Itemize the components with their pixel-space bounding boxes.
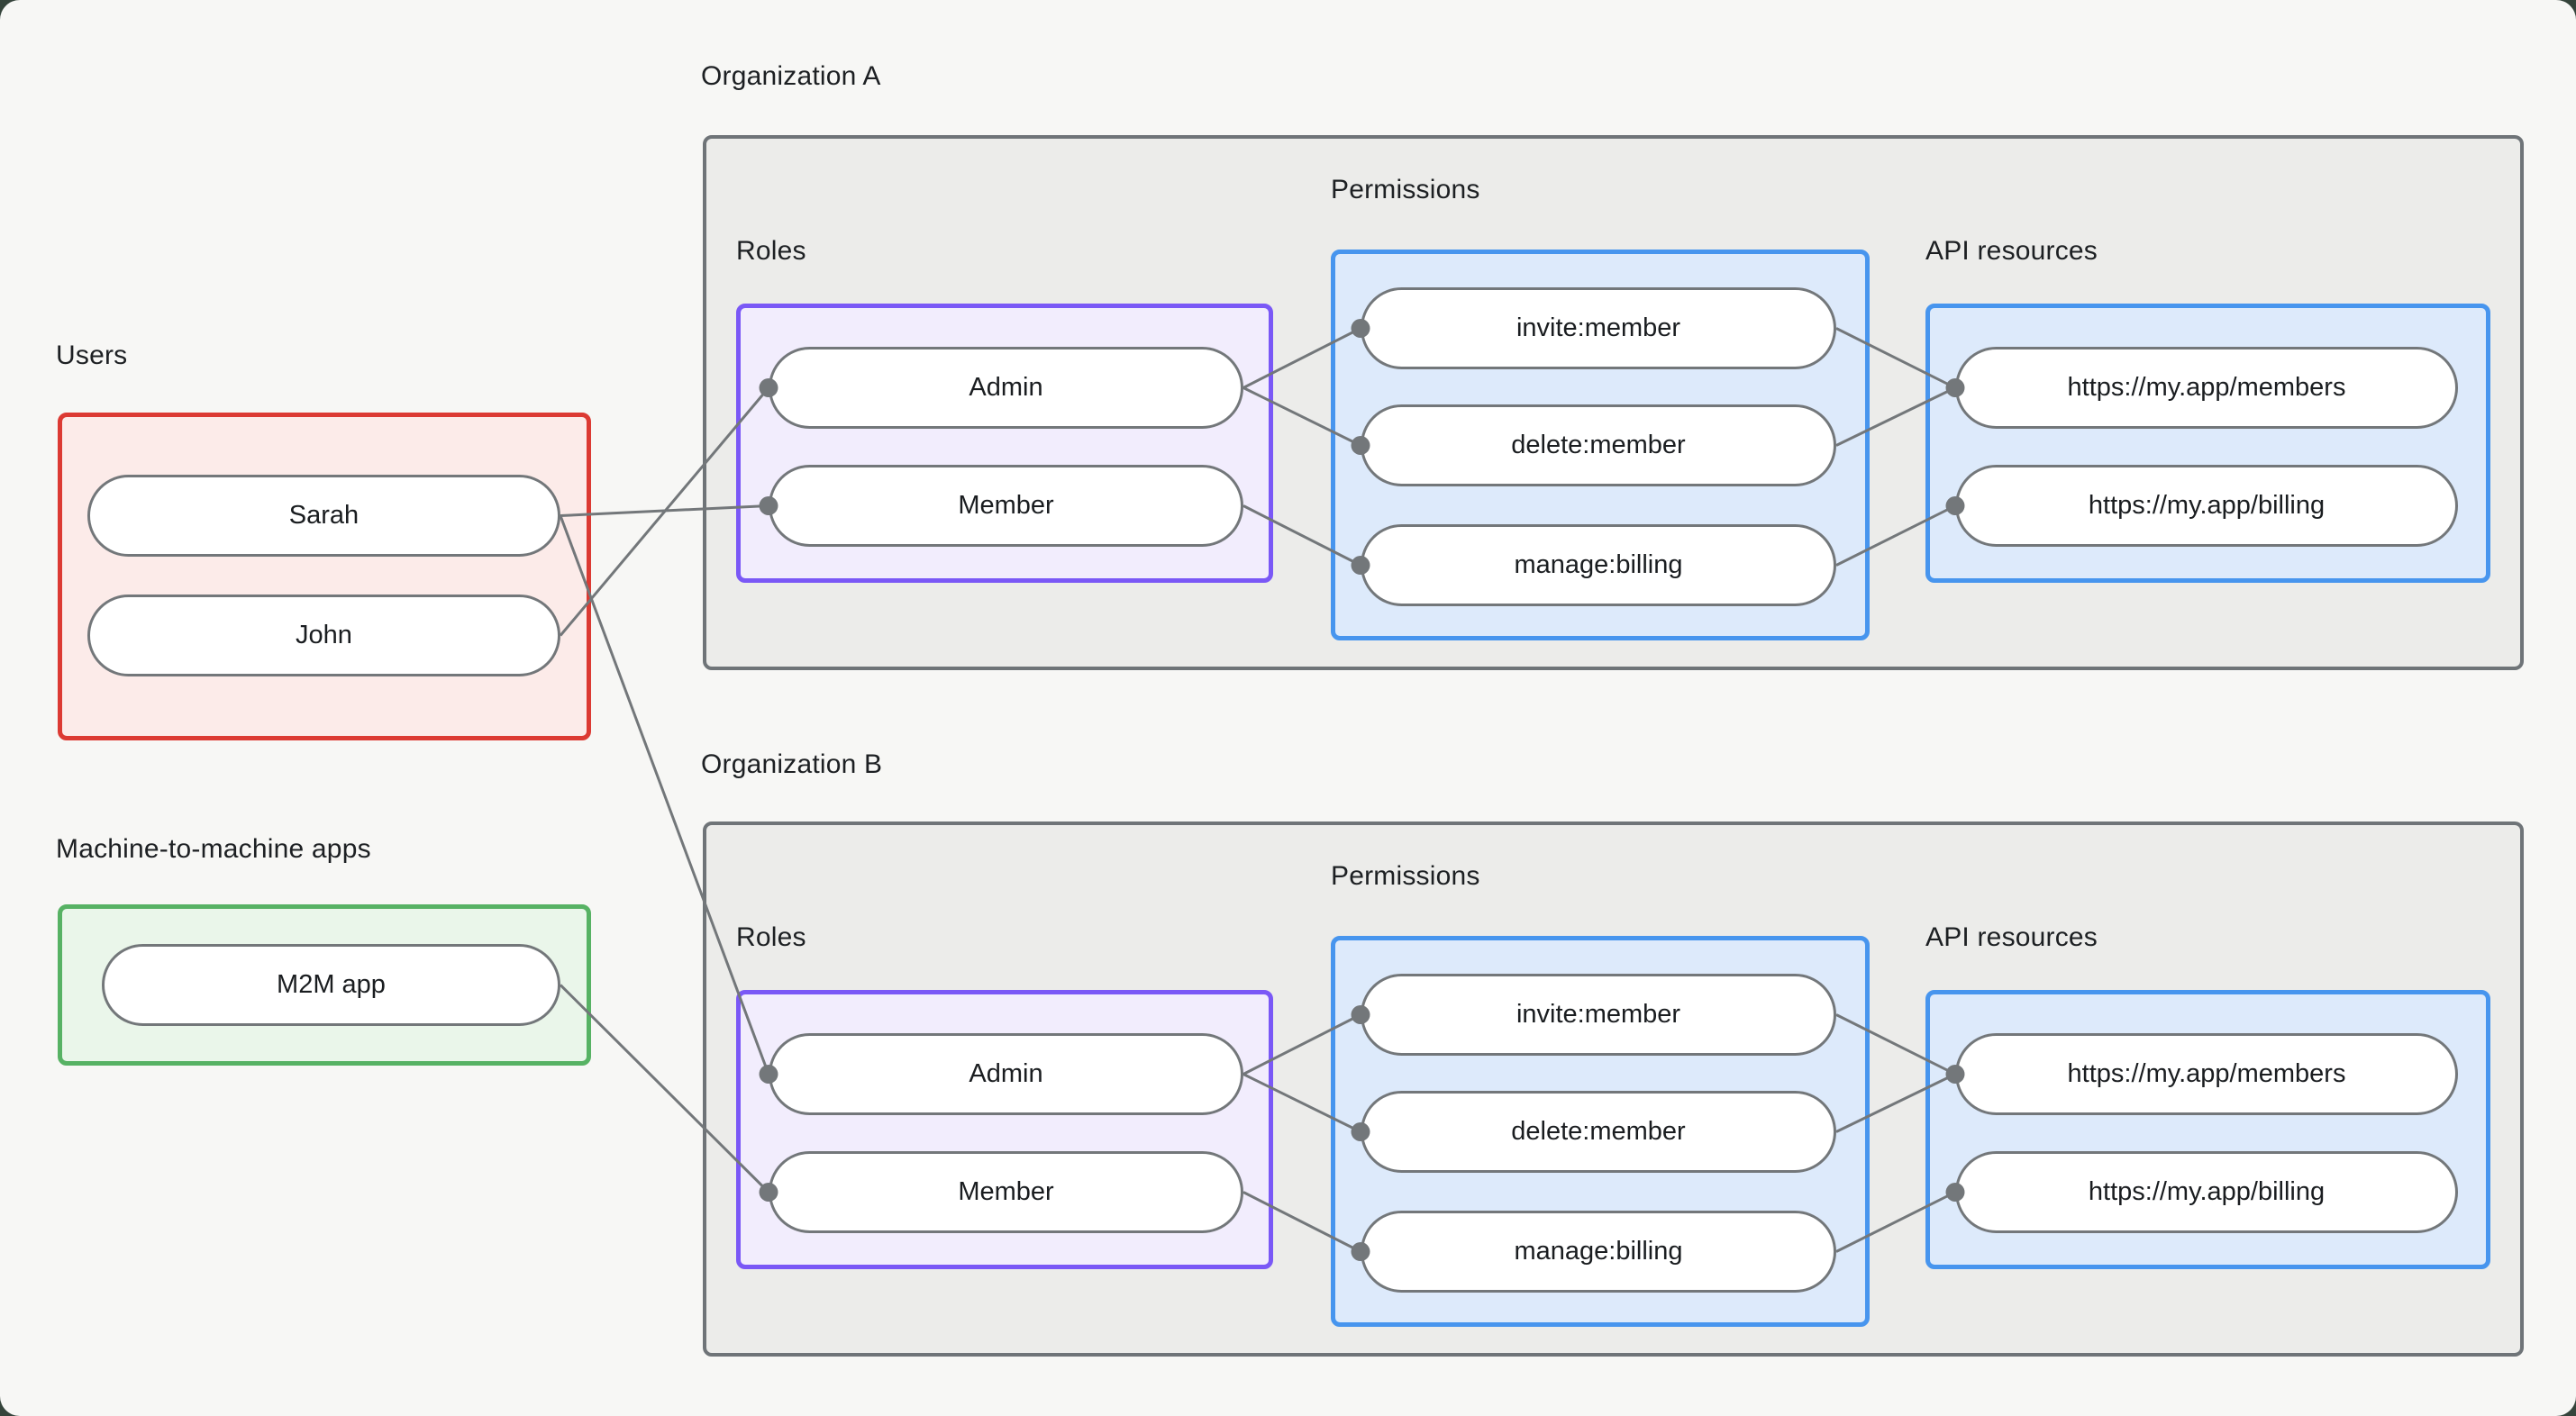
node-a-delete: delete:member — [1361, 404, 1836, 486]
users-box — [58, 413, 591, 740]
node-a-invite: invite:member — [1361, 287, 1836, 369]
connection-dot-a-billing — [1945, 496, 1965, 515]
edge-a-admin-to-a-delete — [1242, 386, 1361, 447]
connection-dot-b-manage — [1351, 1242, 1370, 1261]
edge-a-delete-to-a-members — [1835, 386, 1956, 447]
edge-sarah-to-b-admin — [559, 514, 770, 1076]
connection-dot-a-members — [1945, 378, 1965, 397]
org-a-label: Organization A — [701, 61, 881, 91]
org-b-label: Organization B — [701, 749, 883, 779]
edge-b-delete-to-b-members — [1835, 1073, 1956, 1133]
node-m2m-app: M2M app — [102, 944, 560, 1026]
org-b-roles-box — [736, 990, 1273, 1269]
node-a-manage: manage:billing — [1361, 524, 1836, 606]
node-b-manage: manage:billing — [1361, 1211, 1836, 1293]
node-b-billing: https://my.app/billing — [1955, 1151, 2458, 1233]
users-label: Users — [56, 340, 128, 370]
edge-b-member-to-b-manage — [1242, 1191, 1361, 1253]
m2m-label: Machine-to-machine apps — [56, 834, 371, 864]
edge-a-invite-to-a-members — [1835, 327, 1956, 389]
connection-dot-b-delete — [1351, 1122, 1370, 1141]
org-b-permissions-label: Permissions — [1331, 861, 1480, 891]
edge-b-invite-to-b-members — [1835, 1013, 1956, 1076]
connection-dot-b-members — [1945, 1065, 1965, 1084]
edge-john-to-a-admin — [559, 386, 770, 637]
connection-dot-a-invite — [1351, 319, 1370, 338]
node-a-member: Member — [769, 465, 1243, 547]
org-b-box — [703, 821, 2524, 1357]
edge-a-admin-to-a-invite — [1242, 327, 1361, 389]
node-john: John — [87, 595, 560, 676]
node-a-admin: Admin — [769, 347, 1243, 429]
edge-m2m-app-to-b-member — [559, 984, 770, 1194]
node-a-billing: https://my.app/billing — [1955, 465, 2458, 547]
connection-dot-a-admin — [759, 378, 778, 397]
org-b-api-resources-box — [1925, 990, 2490, 1269]
edge-b-admin-to-b-delete — [1242, 1073, 1361, 1133]
org-b-permissions-box — [1331, 936, 1870, 1327]
org-a-roles-label: Roles — [736, 236, 806, 266]
edge-a-manage-to-a-billing — [1835, 504, 1956, 567]
org-a-permissions-box — [1331, 250, 1870, 640]
node-b-members: https://my.app/members — [1955, 1033, 2458, 1115]
connection-dot-a-manage — [1351, 556, 1370, 575]
connection-dot-a-delete — [1351, 436, 1370, 455]
node-b-delete: delete:member — [1361, 1091, 1836, 1173]
node-b-invite: invite:member — [1361, 974, 1836, 1056]
edge-sarah-to-a-member — [560, 504, 769, 517]
connection-dot-b-billing — [1945, 1183, 1965, 1202]
node-b-member: Member — [769, 1151, 1243, 1233]
org-a-box — [703, 135, 2524, 670]
org-b-api-resources-label: API resources — [1925, 922, 2098, 952]
org-a-api-resources-box — [1925, 304, 2490, 583]
connection-dot-b-invite — [1351, 1005, 1370, 1024]
edge-a-member-to-a-manage — [1242, 504, 1361, 567]
org-a-roles-box — [736, 304, 1273, 583]
edge-b-admin-to-b-invite — [1242, 1013, 1361, 1076]
org-a-api-resources-label: API resources — [1925, 236, 2098, 266]
connection-dot-a-member — [759, 496, 778, 515]
node-a-members: https://my.app/members — [1955, 347, 2458, 429]
m2m-box — [58, 904, 591, 1066]
connection-dot-b-admin — [759, 1065, 778, 1084]
node-b-admin: Admin — [769, 1033, 1243, 1115]
org-a-permissions-label: Permissions — [1331, 175, 1480, 204]
node-sarah: Sarah — [87, 475, 560, 557]
edge-b-manage-to-b-billing — [1835, 1191, 1956, 1253]
org-b-roles-label: Roles — [736, 922, 806, 952]
connection-dot-b-member — [759, 1183, 778, 1202]
